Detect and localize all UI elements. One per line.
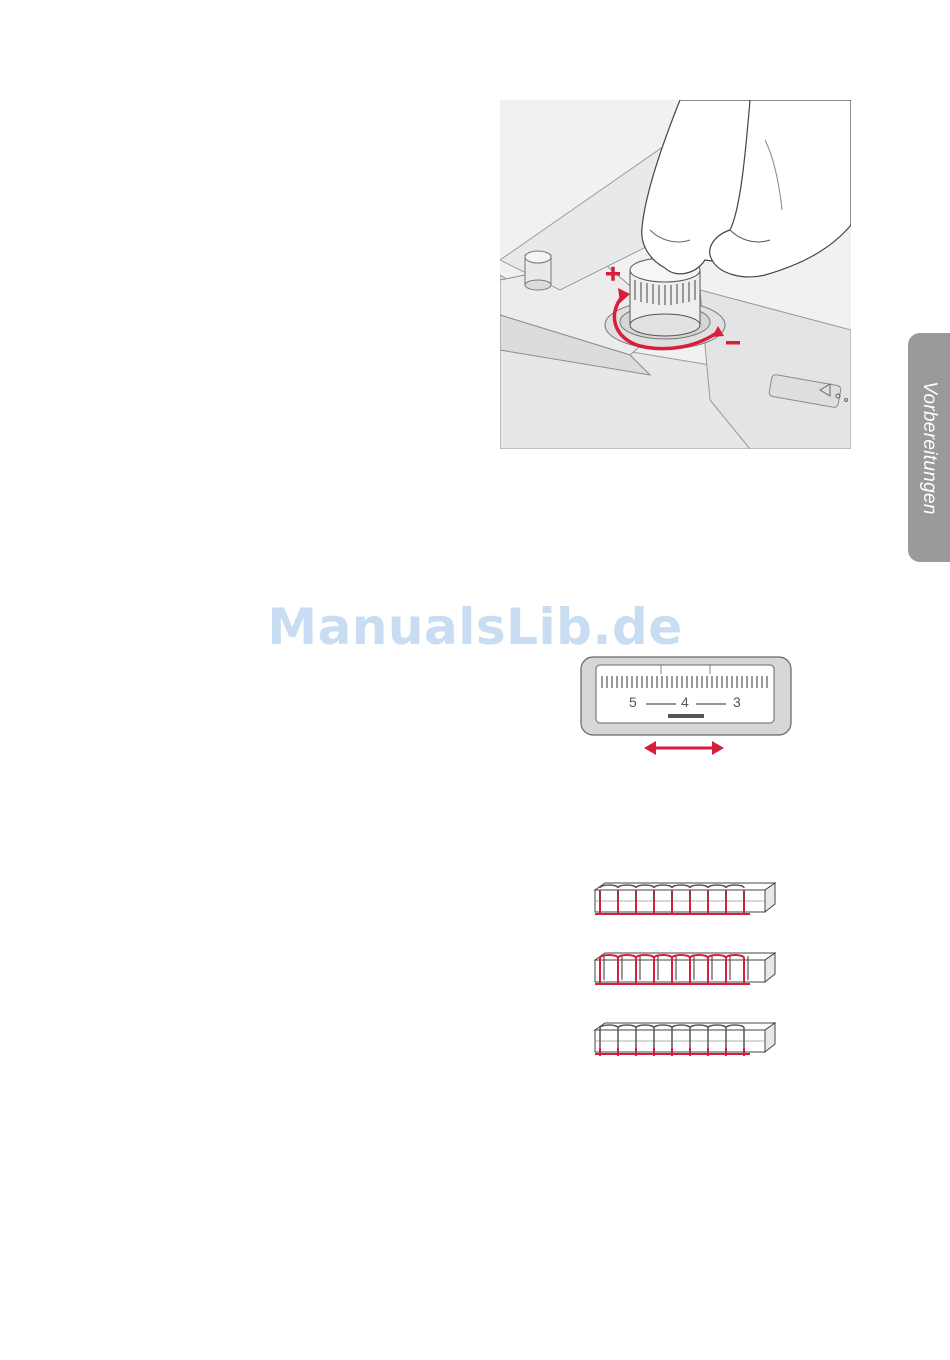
arrow-left-icon — [644, 741, 656, 755]
chapter-tab-label: Vorbereitungen — [918, 381, 940, 514]
stitch-illustration-correct-tension — [585, 880, 780, 932]
watermark: ManualsLib.de — [0, 598, 950, 656]
chapter-side-tab: Vorbereitungen — [908, 333, 950, 562]
stitch-illustration-tension-too-loose — [585, 1020, 780, 1072]
thread-tension-knob-illustration — [500, 100, 851, 449]
dial-number-4: 4 — [681, 694, 689, 710]
pressure-dial-illustration: 5 4 3 — [580, 656, 792, 760]
dial-number-5: 5 — [629, 694, 637, 710]
arrow-right-icon — [712, 741, 724, 755]
stitch-illustration-tension-too-tight — [585, 950, 780, 1002]
dial-number-3: 3 — [733, 694, 741, 710]
minus-sign-icon — [726, 341, 740, 345]
